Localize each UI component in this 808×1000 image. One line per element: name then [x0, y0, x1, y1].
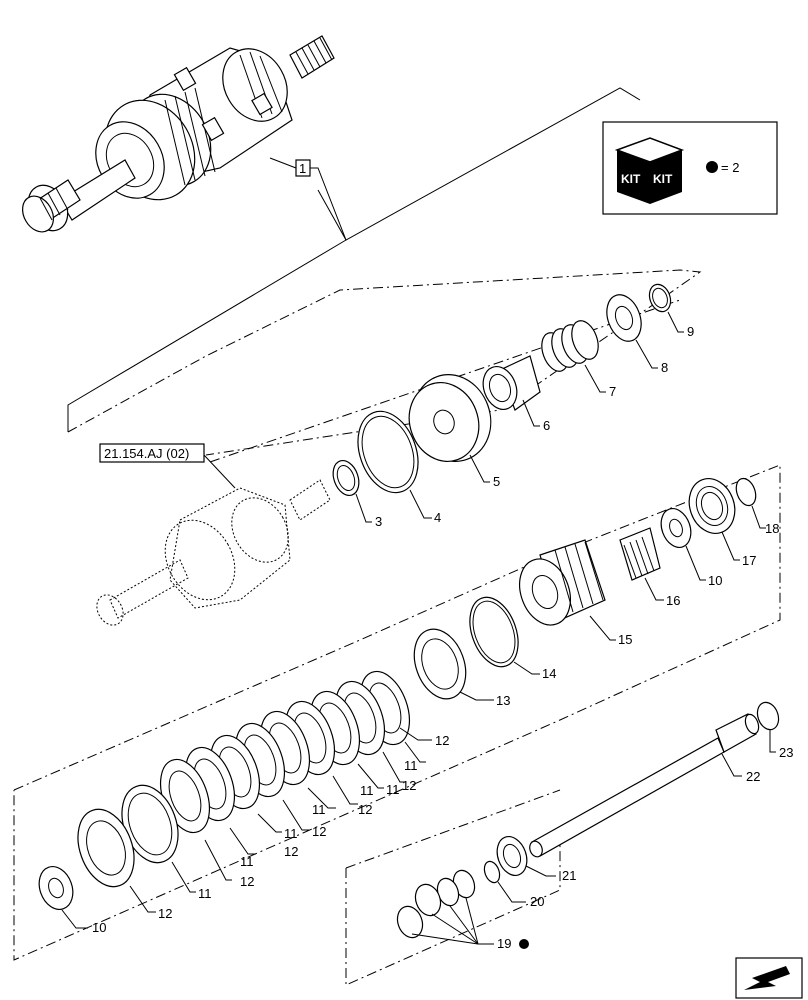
- callout-17: 17: [742, 553, 756, 568]
- clutch-disc-stack: [77, 670, 411, 888]
- callout-9: 9: [687, 324, 694, 339]
- part-19-seal-rings: [396, 869, 476, 939]
- part-20-ring: [483, 860, 501, 884]
- callout-6: 6: [543, 418, 550, 433]
- kit-text-left: KIT: [621, 172, 641, 186]
- reference-box: [99, 443, 205, 463]
- part-10-washer-lower: [38, 866, 74, 910]
- callout-1: 1: [299, 161, 306, 176]
- callout-12-d: 12: [312, 824, 326, 839]
- kit-box-icon: KIT KIT: [614, 137, 685, 204]
- kit-legend-box: KIT KIT = 2: [602, 121, 778, 215]
- callout-12-f: 12: [402, 778, 416, 793]
- callout-12-e: 12: [358, 802, 372, 817]
- part-15-gear: [519, 539, 606, 626]
- part-21-bushing: [496, 836, 528, 876]
- part-4-seal-ring: [357, 410, 419, 494]
- part-10-thrust-washer: [660, 508, 692, 548]
- callout-14: 14: [542, 666, 556, 681]
- kit-bullet-icon: [706, 161, 718, 173]
- callout-12-g: 12: [435, 733, 449, 748]
- callout-19: 19: [497, 936, 511, 951]
- callout-11-b: 11: [240, 854, 254, 869]
- callout-11-e: 11: [360, 783, 374, 798]
- part-17-bearing: [688, 478, 736, 534]
- part-7-spring: [541, 320, 599, 372]
- callout-11-f: 11: [386, 782, 400, 797]
- callout-10-upper: 10: [708, 573, 722, 588]
- part-18-circlip: [735, 477, 757, 507]
- callout-12-c: 12: [284, 844, 298, 859]
- callout-10-lower: 10: [92, 920, 106, 935]
- reference-assembly-dotted: [96, 479, 331, 626]
- part-16-needle-bearing: [619, 527, 661, 581]
- kit-bullet-icon-19: [519, 939, 529, 949]
- callout-8: 8: [661, 360, 668, 375]
- callout-7: 7: [609, 384, 616, 399]
- arrow-icon: [744, 966, 790, 990]
- callout-18: 18: [765, 521, 779, 536]
- navigation-arrow-button[interactable]: [735, 957, 803, 999]
- callout-4: 4: [434, 510, 441, 525]
- callout-11-g: 11: [404, 758, 418, 773]
- callout-20: 20: [530, 894, 544, 909]
- part-23-ring: [756, 701, 780, 731]
- part-3-snap-ring: [332, 459, 360, 497]
- part-22-shaft: [529, 713, 760, 858]
- reference-label: 21.154.AJ (02): [104, 446, 189, 461]
- part-8-washer: [606, 294, 642, 342]
- callout-23: 23: [779, 745, 793, 760]
- part-9-circlip: [648, 283, 672, 313]
- callout-15: 15: [618, 632, 632, 647]
- callout-16: 16: [666, 593, 680, 608]
- callout-12-a: 12: [158, 906, 172, 921]
- part-13-end-plate: [413, 628, 467, 700]
- callout-13: 13: [496, 693, 510, 708]
- callout-3: 3: [375, 514, 382, 529]
- callout-11-c: 11: [284, 826, 298, 841]
- kit-legend-text: = 2: [721, 160, 739, 175]
- callout-11-d: 11: [312, 802, 326, 817]
- callout-21: 21: [562, 868, 576, 883]
- kit-text-right: KIT: [653, 172, 673, 186]
- callout-22: 22: [746, 769, 760, 784]
- callout-5: 5: [493, 474, 500, 489]
- top-clutch-assembly: [21, 35, 335, 233]
- callout-11-a: 11: [198, 886, 212, 901]
- callout-12-b: 12: [240, 874, 254, 889]
